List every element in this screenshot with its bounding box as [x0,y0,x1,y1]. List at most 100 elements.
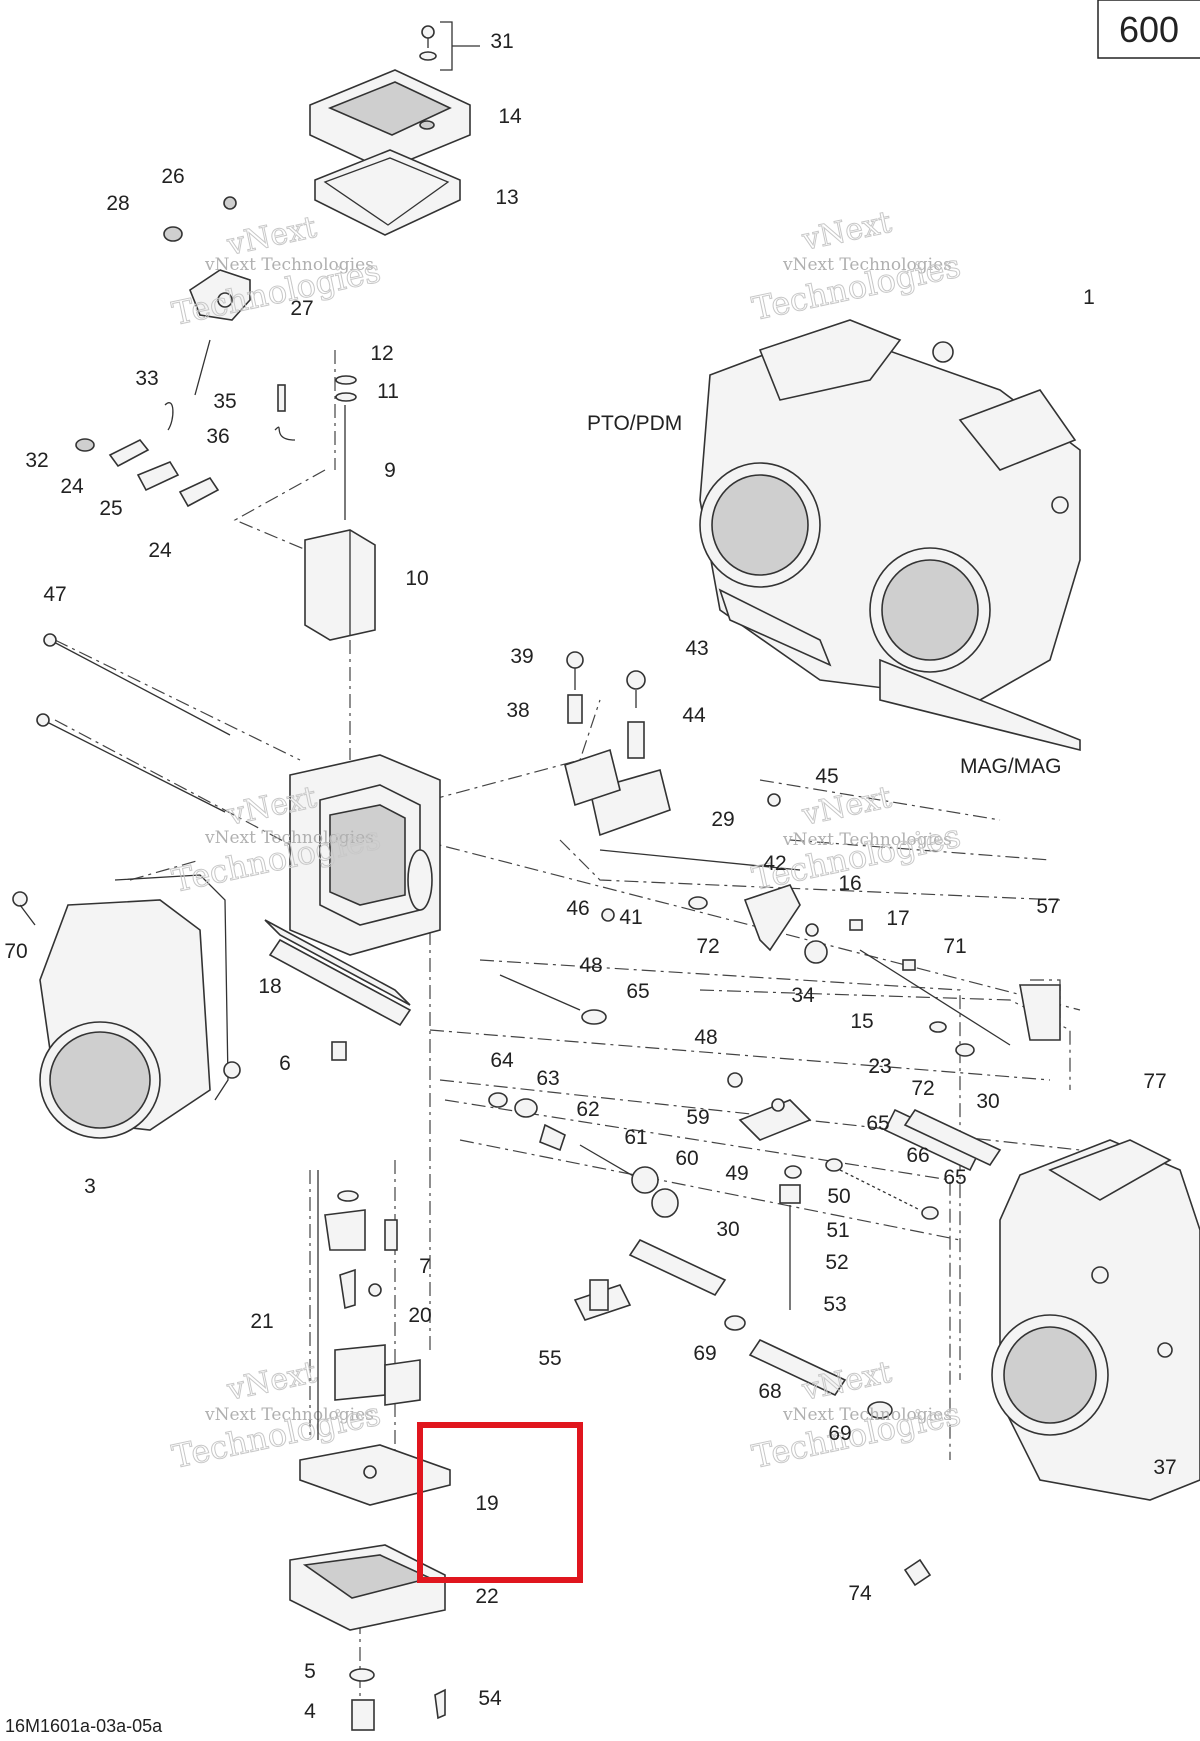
callout-63: 63 [536,1067,559,1090]
callout-6: 6 [279,1052,291,1075]
callout-7: 7 [419,1255,431,1278]
callout-59: 59 [686,1106,709,1129]
svg-text:vNext Technologies: vNext Technologies [204,1405,374,1425]
page-number-box: 600 [1097,0,1200,59]
link-assembly [75,384,296,508]
callout-57: 57 [1036,895,1059,918]
callout-54: 54 [478,1687,502,1710]
callout-30: 30 [976,1090,999,1113]
callout-61: 61 [624,1126,647,1149]
callout-34: 34 [791,984,815,1007]
region-label-pto: PTO/PDM [587,412,682,435]
callout-26: 26 [161,165,184,188]
intake-boot [12,874,241,1139]
callout-20: 20 [408,1304,431,1327]
svg-text:vNext Technologies: vNext Technologies [782,255,952,275]
highlight-box [417,1422,583,1583]
callout-17: 17 [886,907,909,930]
callout-42: 42 [763,852,786,875]
callout-16: 16 [838,872,861,895]
callout-11: 11 [377,380,399,403]
carburetor-assembly-mag [991,1139,1200,1501]
svg-text:vNext: vNext [223,1355,319,1408]
callout-38: 38 [506,699,529,722]
leader-line-31 [440,21,480,71]
callout-28: 28 [106,192,129,215]
callout-9: 9 [384,459,396,482]
callout-30b: 30 [716,1218,739,1241]
callout-66: 66 [906,1144,929,1167]
callout-50: 50 [827,1185,850,1208]
callout-18: 18 [258,975,281,998]
callout-21: 21 [250,1310,273,1333]
callout-25: 25 [99,497,122,520]
callout-72: 72 [696,935,719,958]
assembly-lines [54,350,1081,1700]
callout-39: 39 [510,645,533,668]
callout-36: 36 [206,425,229,448]
callout-70: 70 [4,940,27,963]
svg-text:vNext Technologies: vNext Technologies [204,828,374,848]
callout-68: 68 [758,1380,781,1403]
callout-19: 19 [475,1492,498,1515]
callout-44: 44 [682,704,706,727]
callout-23: 23 [868,1055,891,1078]
svg-text:vNext Technologies: vNext Technologies [204,255,374,275]
callout-4: 4 [304,1700,316,1723]
callout-5: 5 [304,1660,316,1683]
callout-23b: 23 [868,1055,891,1078]
callout-65c: 65 [943,1166,966,1189]
svg-text:vNext: vNext [798,780,894,833]
lower-linkage [488,974,982,1310]
carburetor-assembly-pto [699,319,1081,752]
callout-13: 13 [495,186,518,209]
callout-55: 55 [538,1347,561,1370]
callout-15: 15 [850,1010,873,1033]
diagram-id: 16M1601a-03a-05a [5,1716,163,1736]
callout-24b: 24 [148,539,172,562]
callout-52: 52 [825,1251,848,1274]
callout-65: 65 [626,980,649,1003]
callout-31: 31 [490,30,513,53]
leader-lines [317,21,480,1440]
callout-69b: 69 [828,1422,851,1445]
callout-3: 3 [84,1175,96,1198]
callout-74: 74 [848,1582,872,1605]
callout-62: 62 [576,1098,599,1121]
callout-47: 47 [43,583,66,606]
callout-71: 71 [943,935,966,958]
callout-37: 37 [1153,1456,1176,1479]
callout-12: 12 [370,342,393,365]
callout-32: 32 [25,449,48,472]
callout-22: 22 [475,1585,498,1608]
float-bowl-assembly [289,1190,451,1731]
callout-51: 51 [826,1219,849,1242]
svg-text:vNext Technologies: vNext Technologies [782,1405,952,1425]
callout-14: 14 [498,105,522,128]
page-number: 600 [1119,9,1179,50]
region-label-mag: MAG/MAG [960,755,1062,778]
svg-text:vNext: vNext [798,1355,894,1408]
lever-assembly [163,196,251,396]
callout-72b: 72 [911,1077,934,1100]
callout-29: 29 [711,808,734,831]
callout-53: 53 [823,1293,846,1316]
callout-69: 69 [693,1342,716,1365]
needle-slide [304,375,376,641]
svg-text:vNext: vNext [798,205,894,258]
callout-64: 64 [490,1049,514,1072]
callout-48b: 48 [694,1026,717,1049]
callout-45: 45 [815,765,838,788]
callout-1: 1 [1083,286,1095,309]
long-bolts [36,633,231,813]
carburetor-body [264,754,441,1061]
callout-65b: 65 [866,1112,889,1135]
callout-48: 48 [579,954,602,977]
callout-41: 41 [619,906,642,929]
callout-10: 10 [405,567,428,590]
callout-24: 24 [60,475,84,498]
cover-assembly [309,25,471,236]
screw-towers [566,651,916,971]
callout-43: 43 [685,637,708,660]
